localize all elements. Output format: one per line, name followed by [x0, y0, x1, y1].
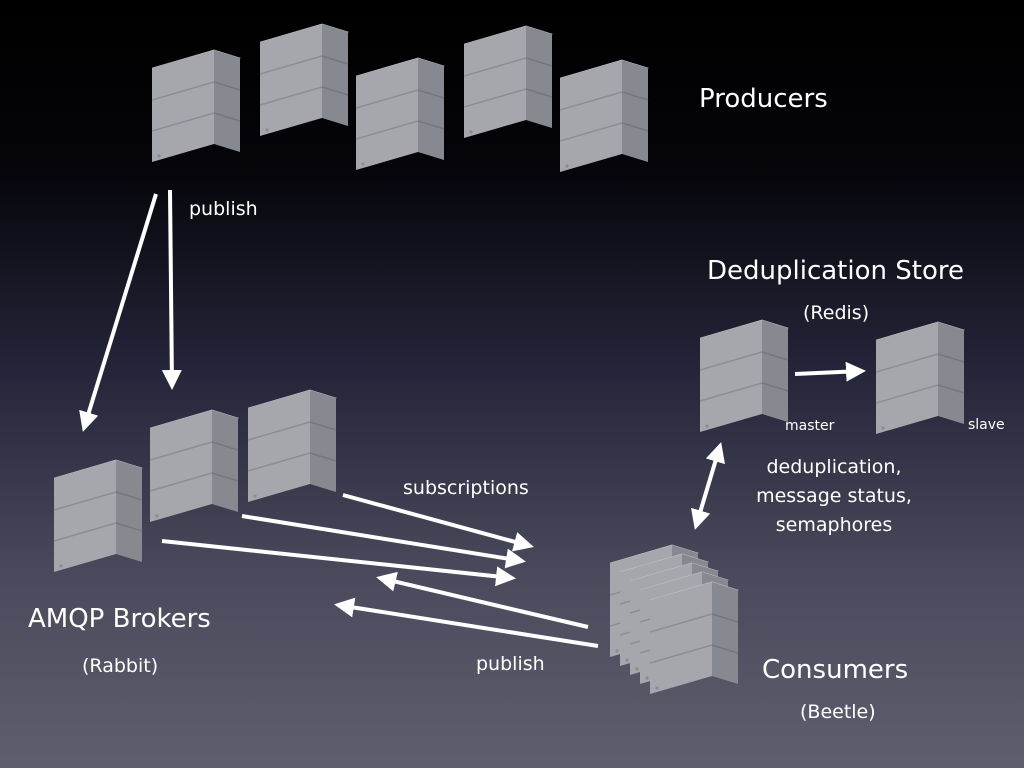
- replication-arrow-icon: [794, 361, 866, 382]
- slave-label: slave: [968, 417, 1005, 433]
- subscription-arrow-icon: [241, 514, 526, 569]
- rabbit-label: (Rabbit): [82, 655, 159, 677]
- dedup-desc-line1: deduplication,: [766, 456, 902, 478]
- producer-server-icon: [560, 59, 649, 173]
- producer-server-icon: [260, 23, 349, 137]
- producers-label: Producers: [699, 84, 828, 114]
- broker-server-icon: [54, 459, 143, 573]
- redis-master-server-icon: [700, 319, 789, 433]
- dedup-desc-line3: semaphores: [775, 514, 893, 536]
- publish-arrow-icon: [79, 193, 158, 432]
- dedup-store-title: Deduplication Store: [707, 256, 964, 286]
- redis-slave-server-icon: [876, 321, 965, 435]
- consumer-server-icon: [650, 581, 739, 695]
- subscription-arrow-icon: [342, 493, 534, 552]
- broker-server-icon: [150, 409, 239, 523]
- publish-label-bottom: publish: [476, 653, 545, 675]
- producer-server-icon: [464, 25, 553, 139]
- amqp-brokers-label: AMQP Brokers: [28, 604, 211, 634]
- dedup-arrow-icon: [691, 442, 725, 530]
- producer-server-icon: [152, 49, 241, 163]
- beetle-label: (Beetle): [800, 701, 876, 723]
- subscription-arrow-icon: [161, 539, 516, 587]
- broker-server-icon: [248, 389, 337, 503]
- publish-back-arrow-icon: [376, 571, 589, 629]
- dedup-desc-line2: message status,: [756, 485, 912, 507]
- producer-server-icon: [356, 57, 445, 171]
- publish-back-arrow-icon: [334, 597, 599, 648]
- consumers-label: Consumers: [762, 655, 909, 685]
- redis-label: (Redis): [803, 302, 870, 324]
- publish-label-top: publish: [189, 198, 258, 220]
- publish-arrow-icon: [161, 189, 182, 390]
- master-label: master: [785, 418, 835, 434]
- subscriptions-label: subscriptions: [403, 477, 529, 499]
